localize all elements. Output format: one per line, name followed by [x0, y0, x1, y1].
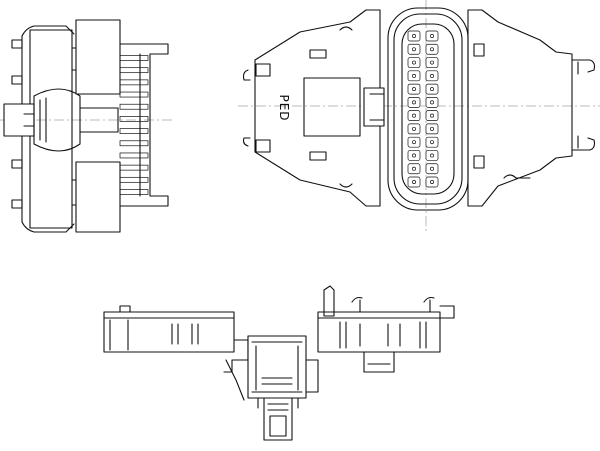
terminal-blade — [119, 91, 149, 98]
ped-label: PED — [277, 94, 291, 121]
terminal-blade — [119, 189, 149, 195]
terminal-blade — [119, 55, 149, 61]
terminal-blade — [119, 176, 149, 183]
contact-pin — [430, 126, 434, 131]
contact-pin — [412, 34, 416, 38]
contact-pin — [430, 100, 434, 105]
contact-pin — [412, 47, 416, 52]
terminal-blades — [119, 55, 149, 195]
terminal-blade — [119, 164, 149, 171]
contact-pin — [412, 126, 416, 131]
contact-cavities — [407, 30, 439, 188]
contact-pin — [412, 100, 416, 105]
terminal-blade — [119, 128, 149, 134]
terminal-blade — [119, 79, 149, 86]
contact-pin — [412, 140, 416, 145]
bottom-view — [103, 285, 455, 441]
front-view: PED — [238, 0, 600, 232]
contact-pin — [430, 47, 434, 52]
terminal-blade — [119, 67, 149, 74]
contact-pin — [430, 140, 434, 145]
side-view — [0, 19, 175, 233]
contact-pin — [412, 180, 416, 184]
contact-pin — [430, 166, 434, 171]
terminal-blade — [119, 140, 149, 147]
contact-pin — [412, 113, 416, 118]
contact-pin — [430, 87, 434, 92]
contact-pin — [430, 73, 434, 78]
contact-pin — [412, 87, 416, 92]
contact-pin — [430, 34, 434, 38]
contact-pin — [412, 60, 416, 65]
terminal-blade — [119, 103, 149, 110]
terminal-blade — [119, 152, 149, 159]
contact-pin — [412, 153, 416, 158]
contact-pin — [430, 60, 434, 65]
contact-pin — [412, 166, 416, 171]
contact-pin — [412, 73, 416, 78]
contact-pin — [430, 180, 434, 184]
contact-pin — [430, 153, 434, 158]
contact-pin — [430, 113, 434, 118]
terminal-blade — [119, 116, 149, 122]
